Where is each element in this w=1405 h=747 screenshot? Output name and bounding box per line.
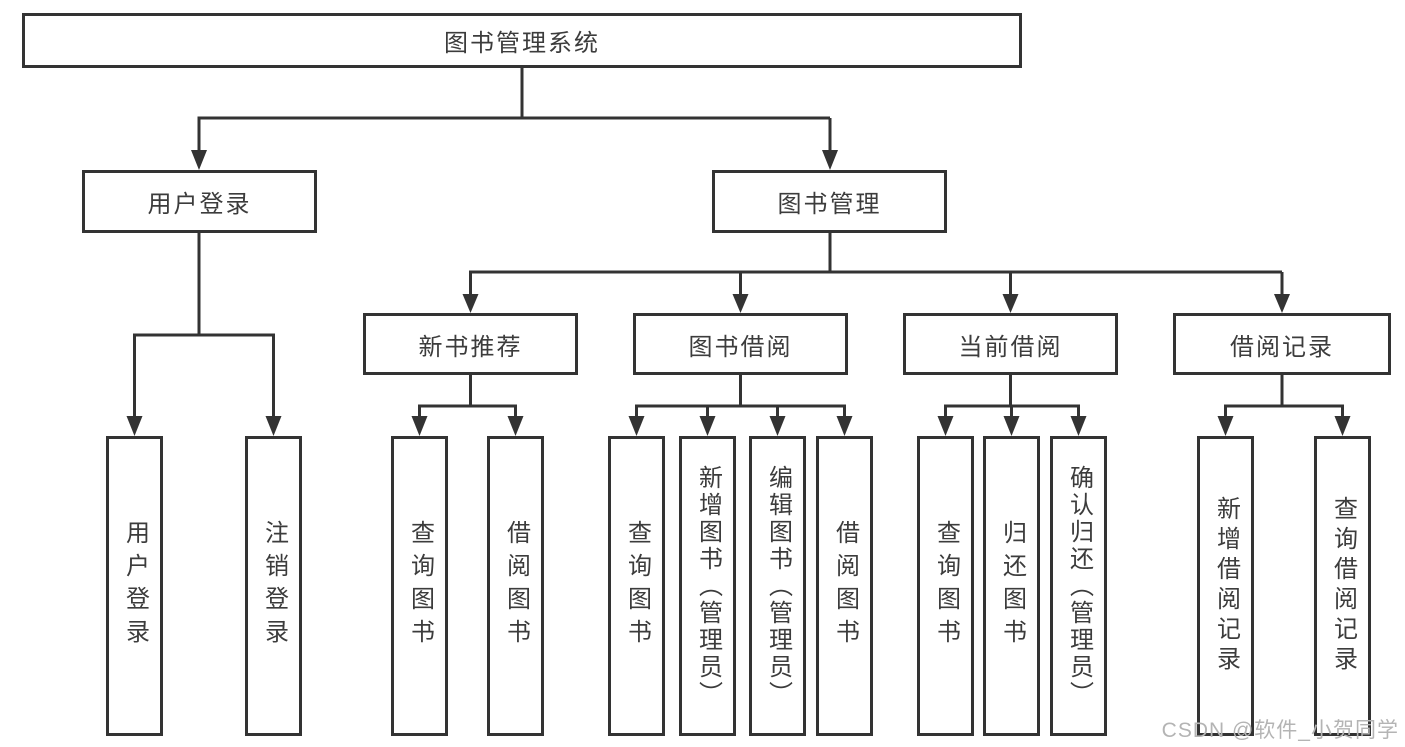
arrowhead bbox=[1003, 416, 1020, 436]
arrowhead bbox=[1334, 416, 1351, 436]
leaf-return-books: 归还图书 bbox=[983, 436, 1040, 736]
leaf-logout-login: 注销登录 bbox=[245, 436, 302, 736]
node-book-management: 图书管理 bbox=[712, 170, 947, 233]
leaf-label: 确认归还（管理员） bbox=[1065, 464, 1093, 708]
connector-new-book-recommend-children bbox=[411, 375, 524, 436]
leaf-add-borrow-record: 新增借阅记录 bbox=[1197, 436, 1254, 736]
leaf-edit-books-admin: 编辑图书（管理员） bbox=[749, 436, 806, 736]
arrowhead bbox=[126, 416, 143, 436]
leaf-label: 用户登录 bbox=[121, 520, 149, 652]
connector-book-management-children bbox=[462, 233, 1290, 313]
csdn-watermark: CSDN @软件_小贺同学 bbox=[1161, 719, 1399, 742]
connector-root-to-level2 bbox=[191, 68, 838, 170]
leaf-label: 借阅图书 bbox=[502, 520, 530, 652]
arrowhead bbox=[1002, 294, 1019, 313]
arrowhead bbox=[628, 416, 645, 436]
leaf-label: 查询借阅记录 bbox=[1329, 496, 1357, 676]
leaf-borrow-query-books: 查询图书 bbox=[608, 436, 665, 736]
leaf-user-login: 用户登录 bbox=[106, 436, 163, 736]
node-new-book-recommend: 新书推荐 bbox=[363, 313, 578, 375]
arrowhead bbox=[699, 416, 716, 436]
leaf-label: 新增借阅记录 bbox=[1212, 496, 1240, 676]
arrowhead bbox=[265, 416, 282, 436]
leaf-recommend-borrow-books: 借阅图书 bbox=[487, 436, 544, 736]
node-label: 当前借阅 bbox=[958, 333, 1063, 361]
node-label: 图书借阅 bbox=[688, 333, 793, 361]
leaf-borrow-books: 借阅图书 bbox=[816, 436, 873, 736]
arrowhead bbox=[937, 416, 954, 436]
arrowhead bbox=[462, 294, 479, 313]
arrowhead bbox=[191, 150, 207, 170]
node-label: 新书推荐 bbox=[418, 333, 523, 361]
arrowhead bbox=[1217, 416, 1234, 436]
arrowhead bbox=[769, 416, 786, 436]
arrowhead bbox=[822, 150, 838, 170]
connector-borrow-records-children bbox=[1217, 375, 1351, 436]
connector-user-login-children bbox=[126, 233, 282, 436]
arrowhead bbox=[411, 416, 428, 436]
arrowhead bbox=[1274, 294, 1290, 313]
leaf-add-books-admin: 新增图书（管理员） bbox=[679, 436, 736, 736]
connector-book-borrow-children bbox=[628, 375, 853, 436]
arrowhead bbox=[836, 416, 853, 436]
node-current-borrow: 当前借阅 bbox=[903, 313, 1118, 375]
leaf-confirm-return-admin: 确认归还（管理员） bbox=[1050, 436, 1107, 736]
leaf-label: 借阅图书 bbox=[831, 520, 859, 652]
leaf-label: 查询图书 bbox=[623, 520, 651, 652]
leaf-label: 查询图书 bbox=[932, 520, 960, 652]
arrowhead bbox=[507, 416, 524, 436]
leaf-label: 查询图书 bbox=[406, 520, 434, 652]
leaf-label: 编辑图书（管理员） bbox=[764, 464, 792, 708]
connector-current-borrow-children bbox=[937, 375, 1087, 436]
leaf-current-query-books: 查询图书 bbox=[917, 436, 974, 736]
node-user-login: 用户登录 bbox=[82, 170, 317, 233]
node-book-borrow: 图书借阅 bbox=[633, 313, 848, 375]
leaf-label: 归还图书 bbox=[998, 520, 1026, 652]
leaf-label: 注销登录 bbox=[260, 520, 288, 652]
leaf-label: 新增图书（管理员） bbox=[694, 464, 722, 708]
node-label: 借阅记录 bbox=[1230, 333, 1334, 361]
node-label: 用户登录 bbox=[147, 191, 252, 218]
node-label: 图书管理系统 bbox=[444, 30, 600, 57]
leaf-query-borrow-record: 查询借阅记录 bbox=[1314, 436, 1371, 736]
arrowhead bbox=[1070, 416, 1087, 436]
leaf-recommend-query-books: 查询图书 bbox=[391, 436, 448, 736]
node-label: 图书管理 bbox=[777, 191, 882, 218]
node-borrow-records: 借阅记录 bbox=[1173, 313, 1391, 375]
arrowhead bbox=[732, 294, 749, 313]
node-library-management-system: 图书管理系统 bbox=[22, 13, 1022, 68]
